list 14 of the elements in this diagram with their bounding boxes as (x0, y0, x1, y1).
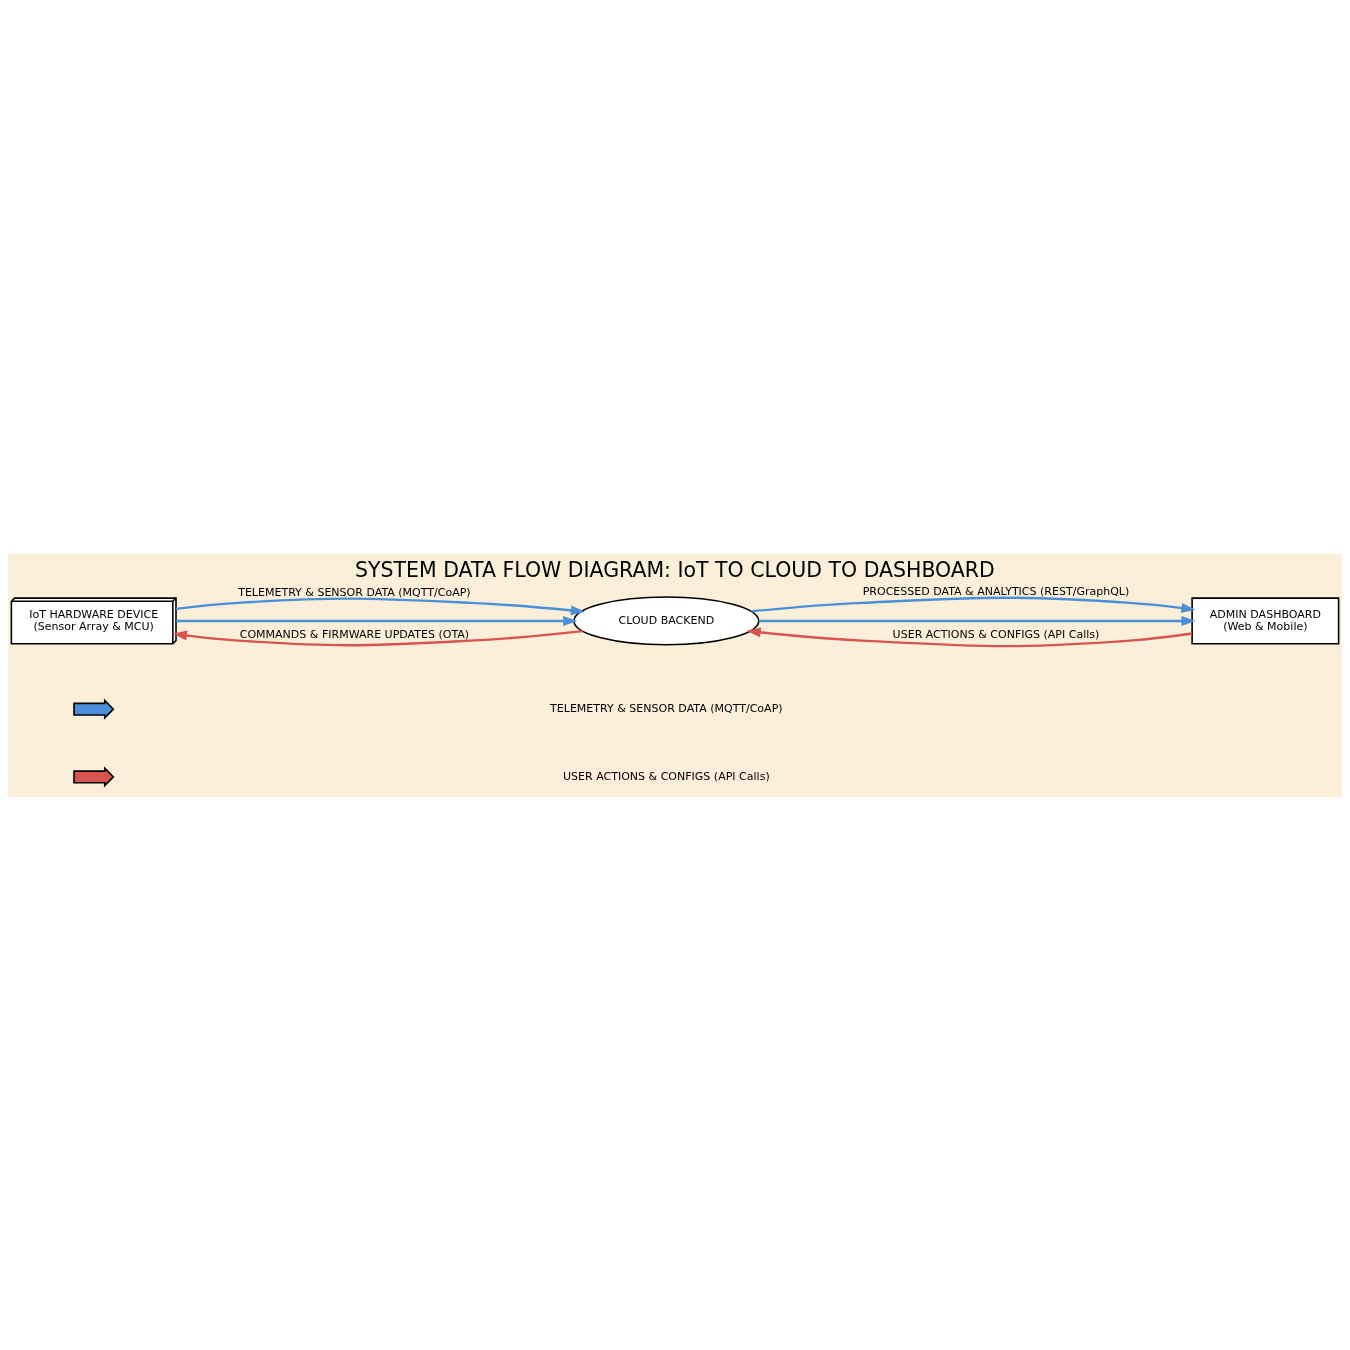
edge-label: USER ACTIONS & CONFIGS (API Calls) (892, 627, 1100, 641)
arrow (175, 596, 585, 615)
legend-label: USER ACTIONS & CONFIGS (API Calls) (562, 769, 770, 783)
arrow (176, 615, 578, 626)
legend-label: TELEMETRY & SENSOR DATA (MQTT/CoAP) (550, 701, 783, 715)
arrow (172, 629, 583, 646)
diagram-title: SYSTEM DATA FLOW DIAGRAM: IoT TO CLOUD TO DASHBOARD (355, 557, 995, 582)
arrow (746, 626, 1193, 647)
arrow (758, 615, 1196, 626)
edge-label: TELEMETRY & SENSOR DATA (MQTT/CoAP) (238, 585, 471, 599)
node-box: ADMIN DASHBOARD (Web & Mobile) (1191, 596, 1340, 645)
arrow (751, 596, 1196, 613)
edge-label: COMMANDS & FIRMWARE UPDATES (OTA) (239, 627, 470, 641)
edge-label: PROCESSED DATA & ANALYTICS (REST/GraphQL) (862, 584, 1130, 598)
